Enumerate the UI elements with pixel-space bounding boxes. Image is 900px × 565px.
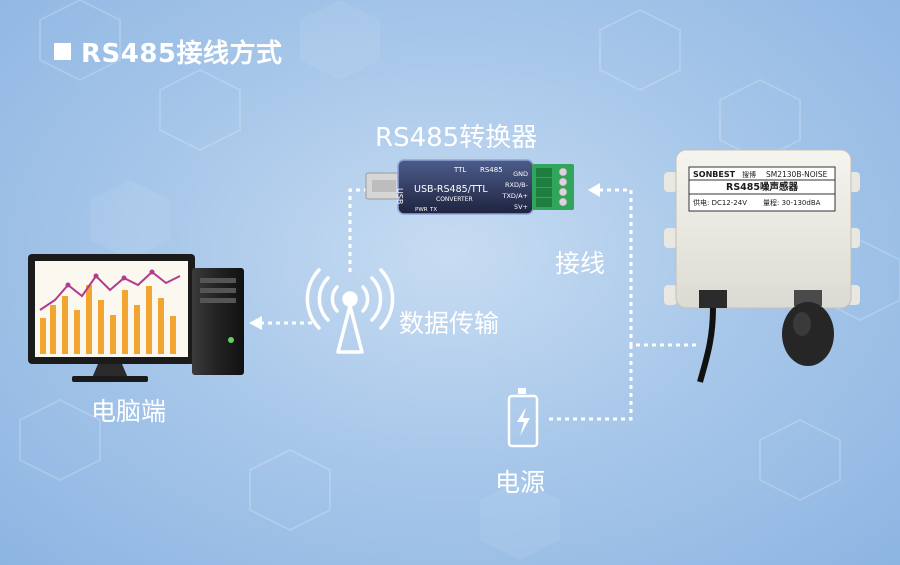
converter-tx-label: TX xyxy=(429,207,437,213)
sensor-range: 量程: 30-130dBA xyxy=(763,198,821,207)
battery-icon xyxy=(509,388,537,446)
monitor-icon xyxy=(28,254,195,382)
sensor-name: RS485噪声感器 xyxy=(726,181,798,193)
antenna-icon xyxy=(307,270,392,352)
pc-tower-icon xyxy=(192,268,244,375)
connection-lines xyxy=(262,190,696,419)
arrow-to-converter-right-icon xyxy=(588,183,600,197)
arrow-to-pc-icon xyxy=(249,316,262,330)
converter-ttl-label: TTL xyxy=(453,166,466,174)
sensor-supply: 供电: DC12-24V xyxy=(693,198,747,207)
converter-pin-txd: TXD/A+ xyxy=(501,192,528,200)
converter-pwr-label: PWR xyxy=(415,207,428,213)
converter-rs485-label: RS485 xyxy=(480,166,503,174)
converter-pin-5v: 5V+ xyxy=(514,203,528,211)
antenna-to-converter-line xyxy=(350,190,368,272)
converter-pin-rxd: RXD/B- xyxy=(505,181,529,189)
sensor-to-power-line xyxy=(548,345,631,419)
converter-pin-gnd: GND xyxy=(513,170,528,178)
converter-usb-label: USB xyxy=(395,188,404,204)
converter-model-label: USB-RS485/TTL xyxy=(414,184,488,195)
sensor-brand-cn: 搜博 xyxy=(742,170,756,179)
sensor-model: SM2130B-NOISE xyxy=(766,170,828,179)
sensor-brand: SONBEST xyxy=(693,170,736,179)
converter-name-label: CONVERTER xyxy=(436,196,473,203)
